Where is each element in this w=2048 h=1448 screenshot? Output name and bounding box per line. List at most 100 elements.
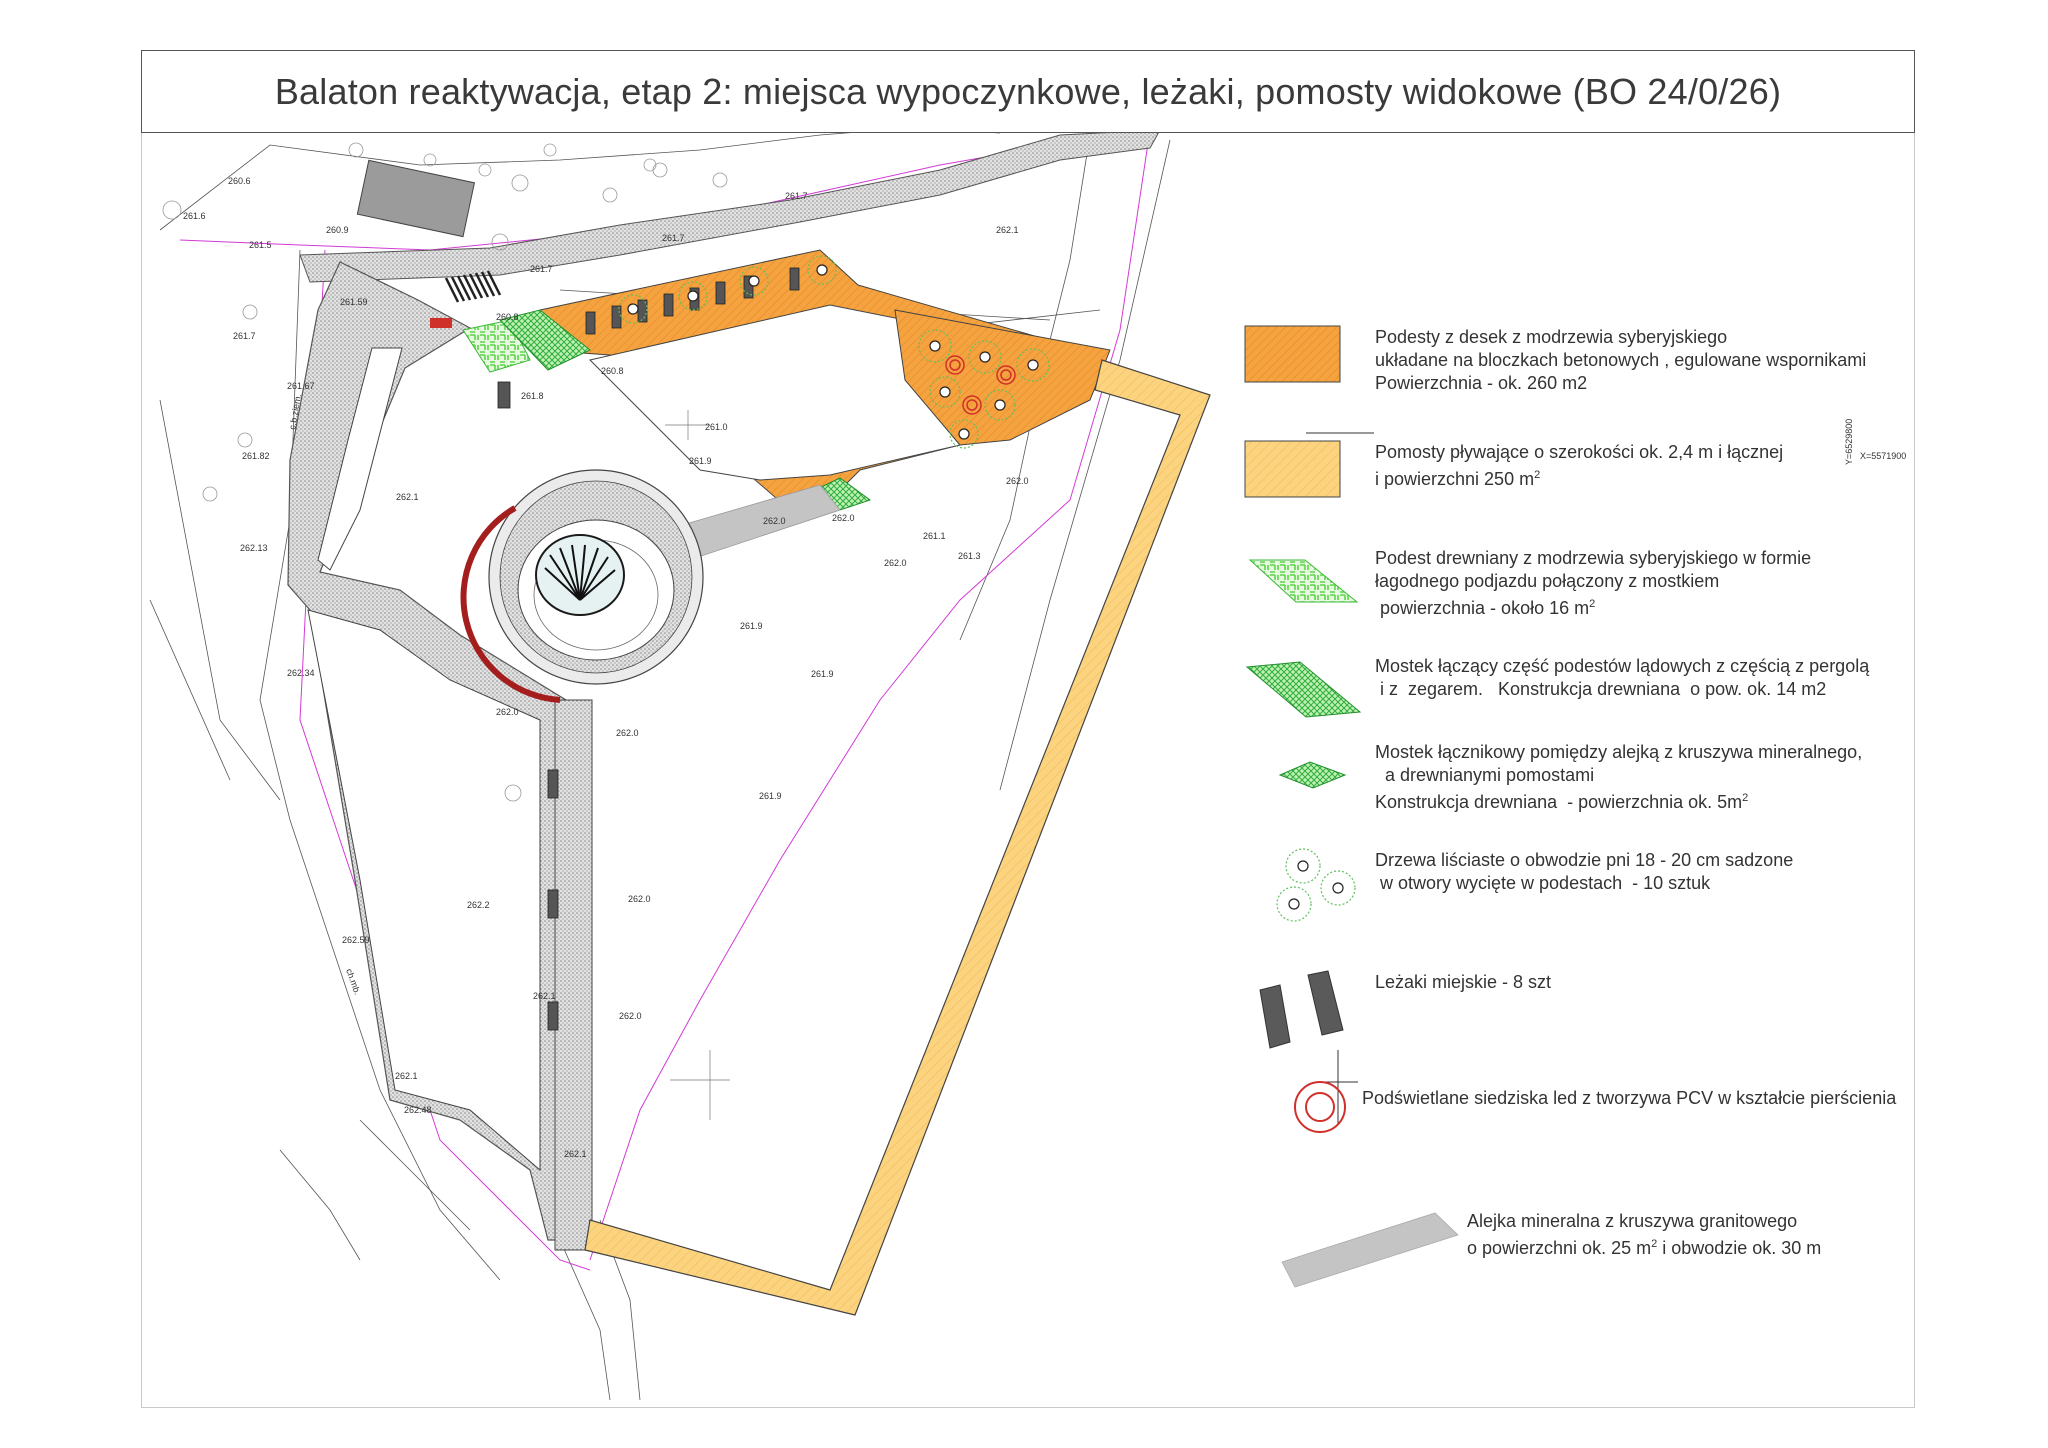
plan-trees xyxy=(618,255,1050,449)
legend-symbol-drzewa xyxy=(1276,848,1356,922)
elev-5: 261.59 xyxy=(340,297,368,307)
upper-path xyxy=(299,129,1161,283)
legend-sup: 2 xyxy=(1534,469,1541,481)
elev-8: 261.82 xyxy=(242,451,270,461)
elev-2: 261.6 xyxy=(183,211,206,221)
elev-32: 262.0 xyxy=(832,513,855,523)
legend-line: Mostek łączący część podestów lądowych z… xyxy=(1375,656,1870,676)
legend-line: w otwory wycięte w podestach - 10 sztuk xyxy=(1375,873,1711,893)
legend-sup: 2 xyxy=(1589,598,1596,610)
elev-22: 261.7 xyxy=(662,233,685,243)
page-title: Balaton reaktywacja, etap 2: miejsca wyp… xyxy=(274,70,1782,112)
crosshairs xyxy=(665,410,730,1120)
legend-line: Konstrukcja drewniana - powierzchnia ok.… xyxy=(1375,787,1862,814)
legend-text-alejka: Alejka mineralna z kruszywa granitowego … xyxy=(1467,1210,1821,1260)
elev-27: 261.8 xyxy=(521,391,544,401)
elev-14: 262.1 xyxy=(533,991,556,1001)
promenade-inner xyxy=(317,347,403,571)
circular-plaza xyxy=(460,469,704,703)
legend-sup: 2 xyxy=(1651,1238,1658,1250)
elev-9: 262.13 xyxy=(240,543,268,553)
legend-line: Powierzchnia - ok. 260 m2 xyxy=(1375,373,1588,393)
elev-25: 260.8 xyxy=(496,312,519,322)
elevation-labels: 260.6 261.6 261.5 260.9 261.59 261.7 261… xyxy=(183,176,1029,1159)
elev-21: 261.7 xyxy=(785,191,808,201)
legend-sup: 2 xyxy=(1742,792,1749,804)
legend-line: i powierzchni 250 m2 xyxy=(1375,464,1783,491)
legend-line-text: i powierzchni 250 m xyxy=(1375,469,1535,489)
legend-symbol-podesty xyxy=(1244,325,1341,383)
elev-39: 262.1 xyxy=(395,1071,418,1081)
elev-23: 261.7 xyxy=(530,264,553,274)
elev-4: 260.9 xyxy=(326,225,349,235)
elev-24: 262.1 xyxy=(996,225,1019,235)
elev-12: 262.48 xyxy=(404,1105,432,1115)
red-marker xyxy=(430,318,452,328)
legend-line-text: powierzchnia - około 16 m xyxy=(1375,598,1590,618)
right-walk xyxy=(554,699,593,1251)
coord-y-label: Y=6529800 xyxy=(1844,419,1854,465)
legend-symbol-siedziska xyxy=(1294,1050,1358,1133)
legend-line: łagodnego podjazdu połączony z mostkiem xyxy=(1375,571,1720,591)
elev-28: 261.0 xyxy=(705,422,728,432)
legend-line-text-2: i obwodzie ok. 30 m xyxy=(1657,1238,1822,1258)
elev-11: 262.59 xyxy=(342,935,370,945)
pomosty-area xyxy=(584,359,1211,1316)
elev-18: 262.1 xyxy=(564,1149,587,1159)
legend-line: Podesty z desek z modrzewia syberyjskieg… xyxy=(1375,327,1728,347)
elev-34: 261.3 xyxy=(958,551,981,561)
legend-symbol-podest-drewniany xyxy=(1248,559,1359,603)
grey-block xyxy=(356,159,476,238)
mostek-pergola-plan xyxy=(499,309,591,371)
legend-symbol-mostek-pergola xyxy=(1245,661,1362,718)
elev-36: 261.9 xyxy=(740,621,763,631)
elev-30: 262.0 xyxy=(1006,476,1029,486)
legend-symbol-alejka xyxy=(1281,1212,1459,1288)
title-box: Balaton reaktywacja, etap 2: miejsca wyp… xyxy=(141,50,1915,133)
coordinate-mark: X=5571900 Y=6529800 xyxy=(1306,419,1906,465)
coord-x-label: X=5571900 xyxy=(1860,451,1906,461)
legend-text-siedziska: Podświetlane siedziska led z tworzywa PC… xyxy=(1362,1087,1896,1110)
legend-line: i z zegarem. Konstrukcja drewniana o pow… xyxy=(1375,679,1827,699)
elev-20: 262.0 xyxy=(619,1011,642,1021)
legend-line: układane na bloczkach betonowych , egulo… xyxy=(1375,350,1867,370)
legend-line: Leżaki miejskie - 8 szt xyxy=(1375,972,1552,992)
elev-29: 261.9 xyxy=(689,456,712,466)
elev-37: 261.9 xyxy=(811,669,834,679)
elev-13: 262.1 xyxy=(396,492,419,502)
elev-15: 262.0 xyxy=(496,707,519,717)
elev-7: 261.67 xyxy=(287,381,315,391)
elev-6: 261.7 xyxy=(233,331,256,341)
elev-38: 261.9 xyxy=(759,791,782,801)
legend-symbol-lezaki xyxy=(1259,970,1344,1049)
legend-symbol-pomosty xyxy=(1244,440,1341,498)
legend-text-mostek-pergola: Mostek łączący część podestów lądowych z… xyxy=(1375,655,1869,701)
promenade-cutout xyxy=(307,609,541,1172)
legend-text-podest-drewniany: Podest drewniany z modrzewia syberyjskie… xyxy=(1375,547,1811,620)
legend-line: Alejka mineralna z kruszywa granitowego xyxy=(1467,1211,1798,1231)
legend-line: powierzchnia - około 16 m2 xyxy=(1375,593,1811,620)
legend-line: o powierzchni ok. 25 m2 i obwodzie ok. 3… xyxy=(1467,1233,1821,1260)
plan-tree-cores xyxy=(627,264,1039,440)
elev-17: 262.2 xyxy=(467,900,490,910)
legend-line: Pomosty pływające o szerokości ok. 2,4 m… xyxy=(1375,442,1784,462)
legend-line: Podest drewniany z modrzewia syberyjskie… xyxy=(1375,548,1812,568)
plan-led-rings xyxy=(945,355,1016,415)
legend-text-mostek-lacznikowy: Mostek łącznikowy pomiędzy alejką z krus… xyxy=(1375,741,1862,814)
elev-1: 260.6 xyxy=(228,176,251,186)
legend-text-pomosty: Pomosty pływające o szerokości ok. 2,4 m… xyxy=(1375,441,1783,491)
legend-line: Mostek łącznikowy pomiędzy alejką z krus… xyxy=(1375,742,1863,762)
elev-16: 262.0 xyxy=(616,728,639,738)
elev-10: 262.34 xyxy=(287,668,315,678)
elev-35: 262.0 xyxy=(884,558,907,568)
legend-line-text: Konstrukcja drewniana - powierzchnia ok.… xyxy=(1375,792,1743,812)
elev-26: 260.8 xyxy=(601,366,624,376)
context-trees xyxy=(162,142,728,802)
legend-text-drzewa: Drzewa liściaste o obwodzie pni 18 - 20 … xyxy=(1375,849,1793,895)
legend-line: Podświetlane siedziska led z tworzywa PC… xyxy=(1362,1088,1897,1108)
legend-symbols xyxy=(1244,325,1459,1288)
elev-33: 261.1 xyxy=(923,531,946,541)
elev-3: 261.5 xyxy=(249,240,272,250)
legend-line: Drzewa liściaste o obwodzie pni 18 - 20 … xyxy=(1375,850,1794,870)
